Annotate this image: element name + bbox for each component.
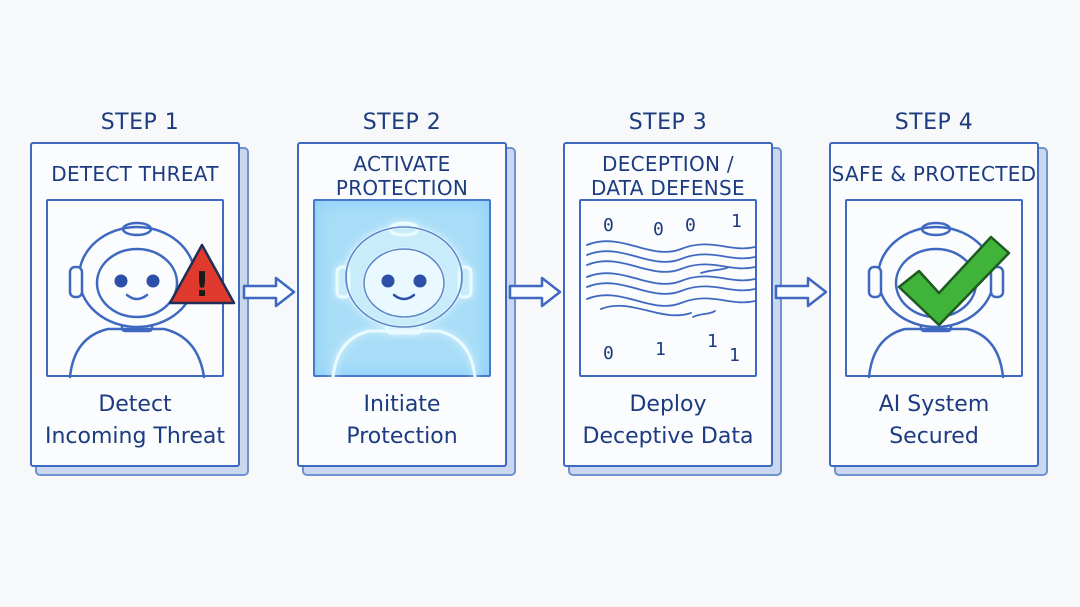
warning-icon — [168, 243, 236, 305]
robot-secured-illustration — [867, 221, 1011, 379]
step-2-image-frame — [313, 199, 491, 379]
step-4-image-frame — [845, 199, 1023, 379]
digit-top-4: 1 — [731, 211, 742, 232]
step-2-caption-line2: Protection — [346, 424, 458, 449]
step-2-title: ACTIVATE PROTECTION — [299, 152, 505, 200]
digit-top-2: 0 — [653, 219, 664, 240]
warning-exclamation: ! — [194, 265, 210, 305]
glowing-robot-icon — [331, 221, 477, 379]
step-2-caption-line1: Initiate — [363, 392, 441, 417]
digit-top-3: 0 — [685, 215, 696, 236]
step-3-caption-line1: Deploy — [629, 392, 707, 417]
step-1-caption-line1: Detect — [98, 392, 172, 417]
step-3-caption: Deploy Deceptive Data — [565, 389, 771, 453]
arrow-right-icon — [508, 276, 562, 308]
step-4-label: STEP 4 — [894, 110, 974, 135]
step-2-caption: Initiate Protection — [299, 389, 505, 453]
step-3-title-line2: DATA DEFENSE — [591, 176, 745, 200]
step-3-image-frame: 0 0 0 1 0 1 1 1 — [579, 199, 757, 377]
step-4-card: SAFE & PROTECTED AI System Secured — [829, 142, 1039, 467]
step-4-caption-line1: AI System — [878, 392, 990, 417]
step-1-card: DETECT THREAT — [30, 142, 240, 467]
step-1-title: DETECT THREAT — [51, 162, 219, 186]
step-2-card: ACTIVATE PROTECTION — [297, 142, 507, 467]
step-1-caption-line2: Incoming Threat — [44, 424, 226, 449]
digit-top-1: 0 — [603, 215, 614, 236]
digit-bottom-1: 0 — [603, 343, 614, 364]
step-2-label: STEP 2 — [362, 110, 442, 135]
step-2-title-line1: ACTIVATE — [353, 152, 451, 176]
robot-threat-illustration: ! — [68, 221, 236, 379]
arrow-right-icon — [774, 276, 828, 308]
step-3-card: DECEPTION / DATA DEFENSE 0 0 0 1 0 — [563, 142, 773, 467]
step-4-caption: AI System Secured — [831, 389, 1037, 453]
step-4-caption-line2: Secured — [889, 424, 979, 449]
step-4-title: SAFE & PROTECTED — [831, 162, 1037, 186]
step-1-caption: Detect Incoming Threat — [32, 389, 238, 453]
step-2-title-line2: PROTECTION — [335, 176, 469, 200]
step-3-label: STEP 3 — [628, 110, 708, 135]
step-3-caption-line2: Deceptive Data — [582, 424, 754, 449]
checkmark-icon — [897, 235, 1011, 327]
step-1-label: STEP 1 — [100, 110, 180, 135]
arrow-right-icon — [242, 276, 296, 308]
step-1-image-frame: ! — [46, 199, 236, 379]
digit-bottom-2: 1 — [655, 339, 666, 360]
data-wave-icon: 0 0 0 1 0 1 1 1 — [586, 211, 756, 366]
digit-bottom-3: 1 — [707, 331, 718, 352]
step-3-title-line1: DECEPTION / — [602, 152, 734, 176]
digit-bottom-4: 1 — [729, 345, 740, 366]
step-3-title: DECEPTION / DATA DEFENSE — [565, 152, 771, 200]
